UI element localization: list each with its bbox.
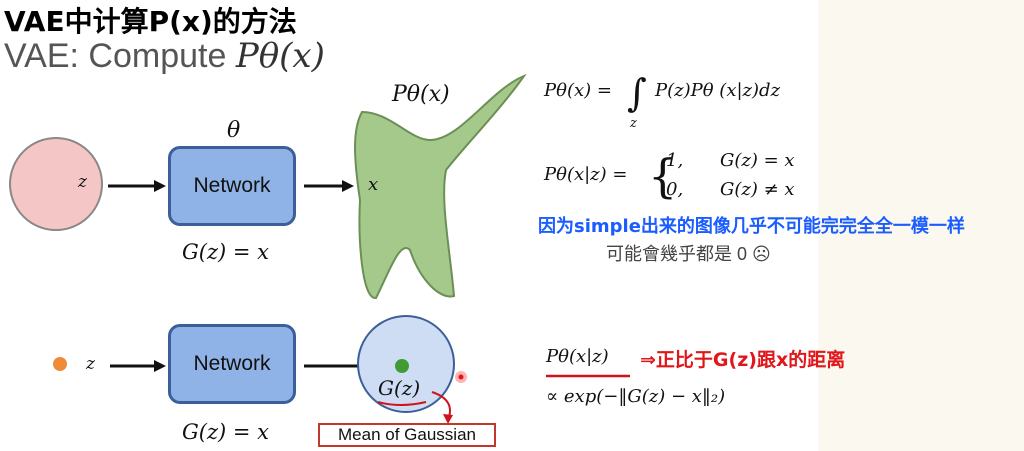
slide-title-math: Pθ(x) [235,36,325,76]
handwritten-title: VAE中计算P(x)的方法 [4,5,297,38]
gz-annotation-arrowhead [443,414,453,424]
gaussian-rhs: ∝ exp(−‖G(z) − x‖₂) [546,386,726,407]
slide-title: VAE: Compute Pθ(x) [4,36,325,76]
network-label-top: Network [193,174,271,197]
conditional-lhs: Pθ(x|z) = [544,164,628,185]
g-equation-bottom: G(z) = x [182,420,270,444]
mean-of-gaussian-label: Mean of Gaussian [338,425,476,444]
integral-lhs: Pθ(x) = [544,80,612,101]
handwritten-note-blue: 因为simple出来的图像几乎不可能完完全全一模一样 [538,216,965,237]
slide-title-prefix: VAE: Compute [4,37,236,75]
slide-margin-background [818,0,1024,451]
mean-of-gaussian-box: Mean of Gaussian [318,423,496,447]
gaussian-mean-dot [395,359,409,373]
pointer-dot-inner [458,374,464,380]
case1-value: 1, [666,150,684,171]
network-box-top: Network [168,146,296,226]
px-distribution-shape [354,73,527,299]
z-label-bottom: z [86,354,95,374]
network-label-bottom: Network [193,352,271,375]
z-circle-top [9,137,103,231]
piecewise-brace: { [648,149,677,203]
integral-sign: ∫ [627,71,647,115]
case2-value: 0, [666,179,684,200]
arrow-top-2-head [342,180,354,192]
theta-label: θ [227,118,241,143]
arrow-top-1-head [154,180,166,192]
x-label-top: x [368,174,379,195]
integral-subscript: z [630,116,637,131]
case2-condition: G(z) ≠ x [720,179,795,200]
note-almost-zero: 可能會幾乎都是 0 ☹ [606,244,771,264]
gz-label: G(z) [378,376,421,400]
case1-condition: G(z) = x [720,150,795,171]
shape-label-px: Pθ(x) [392,82,450,107]
network-box-bottom: Network [168,324,296,404]
gz-underline [377,401,427,406]
g-equation-top: G(z) = x [182,240,270,264]
handwritten-note-red: ⇒正比于G(z)跟x的距离 [640,349,846,371]
z-dot-bottom [53,357,67,371]
arrow-bottom-1-head [154,360,166,372]
integral-rhs: P(z)Pθ (x|z)dz [655,80,781,101]
gaussian-lhs: Pθ(x|z) [546,346,609,367]
z-label-top: z [78,172,87,192]
